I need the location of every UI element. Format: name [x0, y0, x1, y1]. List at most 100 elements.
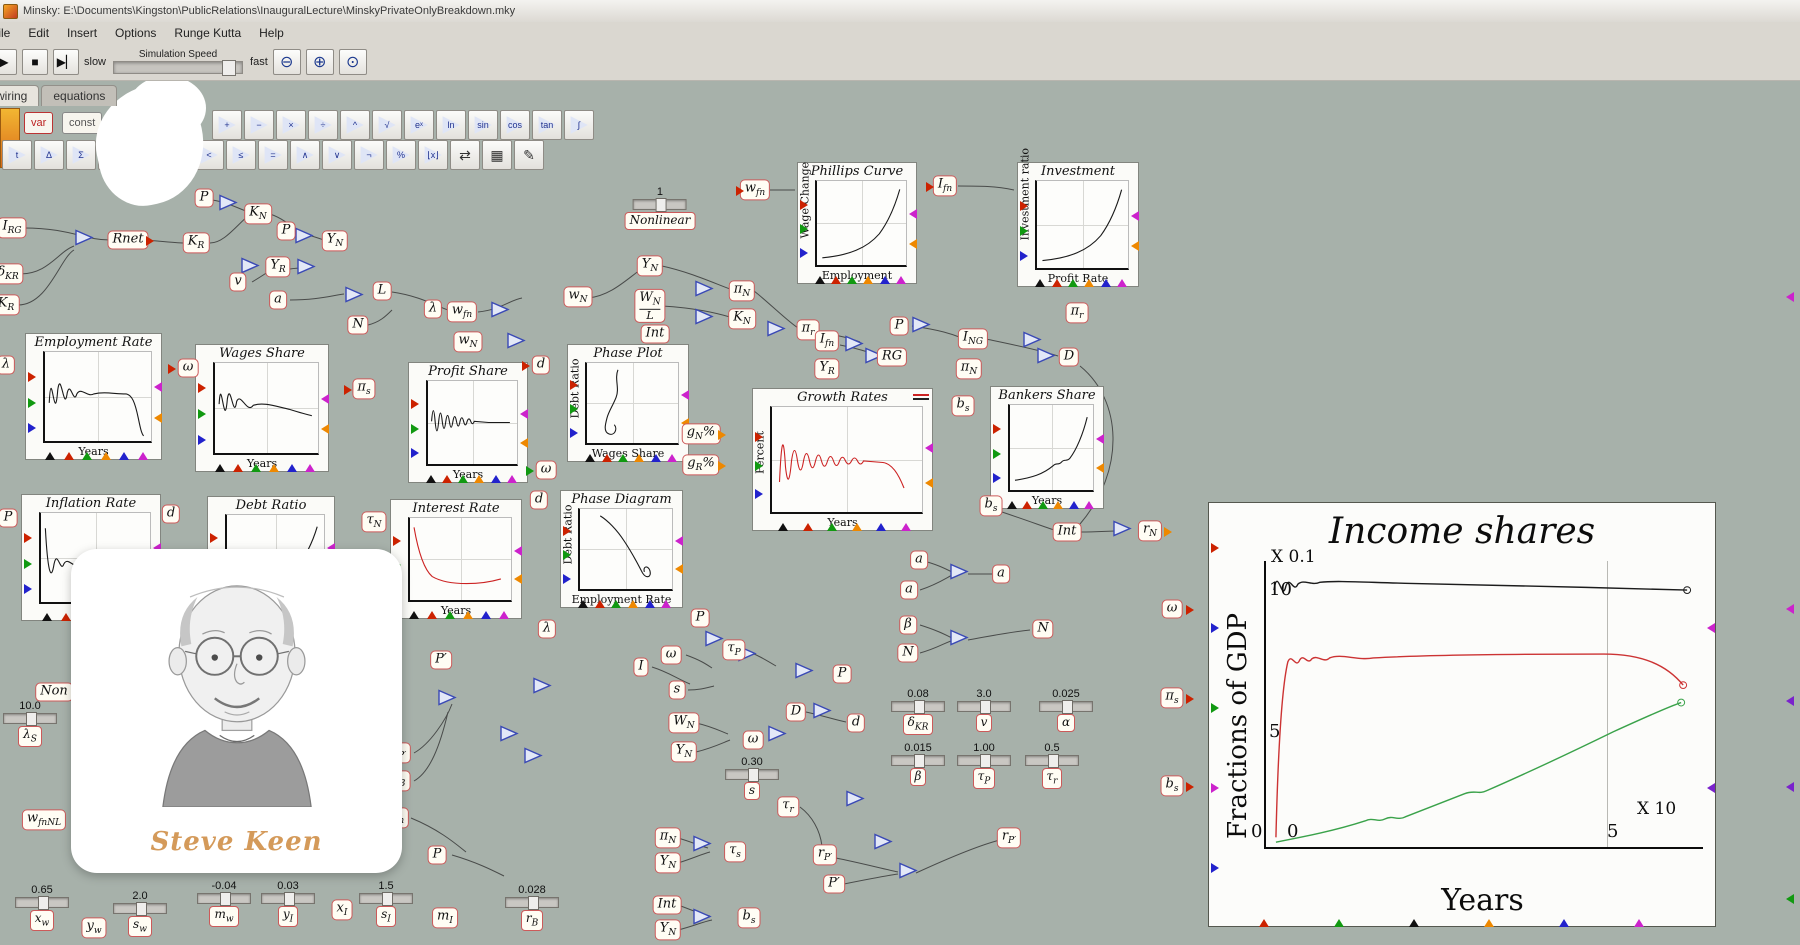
operation-button[interactable]: t: [2, 140, 32, 170]
variable-node[interactable]: τr: [777, 796, 799, 818]
variable-node[interactable]: Int: [652, 895, 682, 915]
operator-triangle[interactable]: [507, 332, 526, 354]
plot-widget[interactable]: Investment Function Investment ratio Pro…: [1017, 147, 1139, 287]
variable-node[interactable]: wfn: [446, 301, 478, 323]
variable-node[interactable]: KN: [244, 203, 272, 225]
plot-widget[interactable]: Interest Rate Years: [390, 499, 522, 619]
zoom-out-button[interactable]: ⊖: [272, 49, 301, 75]
menu-item[interactable]: Runge Kutta: [174, 25, 242, 40]
slider-knob[interactable]: [219, 892, 231, 907]
slider-knob[interactable]: [381, 892, 393, 907]
variable-node[interactable]: d: [161, 504, 181, 524]
slider-knob[interactable]: [913, 700, 925, 715]
variable-node[interactable]: τP: [722, 639, 746, 661]
variable-node[interactable]: KR: [0, 294, 20, 316]
variable-node[interactable]: wN: [453, 331, 483, 353]
slider-knob[interactable]: [37, 896, 49, 911]
parameter-slider[interactable]: 3.0 v: [957, 688, 1011, 732]
operator-triangle[interactable]: [491, 301, 510, 323]
variable-node[interactable]: d: [846, 713, 866, 733]
variable-node[interactable]: P: [194, 188, 214, 208]
parameter-slider[interactable]: 1 Nonlinear: [624, 186, 696, 230]
parameter-slider[interactable]: 10.0 λS: [3, 700, 57, 748]
zoom-reset-button[interactable]: ⊙: [338, 49, 367, 75]
plot-widget[interactable]: Bankers Share Years: [990, 386, 1104, 509]
operation-button[interactable]: eˣ: [404, 110, 434, 140]
slider-knob[interactable]: [135, 902, 147, 917]
variable-node[interactable]: bs: [1160, 775, 1184, 797]
operator-triangle[interactable]: [1023, 331, 1042, 353]
const-button[interactable]: const: [62, 112, 103, 134]
variable-node[interactable]: gR%: [682, 454, 720, 476]
variable-node[interactable]: YN: [670, 741, 698, 763]
variable-node[interactable]: yw: [81, 917, 107, 939]
menu-item[interactable]: File: [0, 25, 11, 40]
variable-node[interactable]: πr: [1065, 302, 1089, 324]
operation-button[interactable]: ÷: [308, 110, 338, 140]
variable-node[interactable]: ω: [177, 358, 199, 378]
variable-node[interactable]: ω: [535, 460, 557, 480]
variable-node[interactable]: wfn: [739, 179, 771, 201]
plot-widget[interactable]: Wages Share Years: [195, 344, 329, 472]
operator-triangle[interactable]: [912, 316, 931, 338]
variable-node[interactable]: Non: [35, 682, 73, 702]
operator-triangle[interactable]: [1037, 347, 1056, 369]
variable-node[interactable]: WN: [668, 712, 700, 734]
operation-button[interactable]: +: [212, 110, 242, 140]
variable-node[interactable]: bs: [951, 395, 975, 417]
parameter-slider[interactable]: 1.00 τP: [957, 742, 1011, 790]
variable-node[interactable]: KR: [182, 232, 210, 254]
variable-node[interactable]: δKR: [0, 263, 24, 285]
variable-node[interactable]: λ: [423, 299, 443, 319]
operation-button[interactable]: ln: [436, 110, 466, 140]
variable-node[interactable]: Int: [640, 324, 670, 344]
operator-triangle[interactable]: [865, 347, 884, 369]
variable-node[interactable]: P′: [823, 874, 845, 894]
plot-widget[interactable]: Phase Diagram Debt Ratio Employment Rate: [560, 490, 683, 608]
variable-node[interactable]: τs: [724, 841, 746, 863]
operator-triangle[interactable]: [846, 790, 865, 812]
slider-knob[interactable]: [979, 754, 991, 769]
variable-node[interactable]: Int: [1052, 522, 1082, 542]
variable-node[interactable]: a: [910, 550, 928, 570]
variable-node[interactable]: ω: [1161, 599, 1183, 619]
variable-node[interactable]: λ: [0, 355, 16, 375]
operator-triangle[interactable]: [795, 662, 814, 684]
variable-node[interactable]: YN: [654, 852, 682, 874]
variable-node[interactable]: KN: [728, 308, 756, 330]
operation-button[interactable]: ∨: [322, 140, 352, 170]
operator-triangle[interactable]: [899, 862, 918, 884]
plot-widget[interactable]: Phase Plot Debt Ratio Wages Share: [567, 344, 689, 462]
variable-node[interactable]: bs: [737, 907, 761, 929]
operation-button[interactable]: Δ: [34, 140, 64, 170]
menu-item[interactable]: Help: [259, 25, 284, 40]
operator-triangle[interactable]: [695, 308, 714, 330]
parameter-slider[interactable]: 1.5 sI: [359, 880, 413, 928]
operation-button[interactable]: ^: [340, 110, 370, 140]
operator-triangle[interactable]: [297, 258, 316, 280]
slider-knob[interactable]: [747, 768, 759, 783]
operator-triangle[interactable]: [950, 629, 969, 651]
operation-button[interactable]: ▦: [482, 140, 512, 170]
slider-track[interactable]: [1039, 700, 1093, 715]
variable-node[interactable]: τN: [361, 511, 387, 533]
slider-track[interactable]: [505, 896, 559, 911]
parameter-slider[interactable]: 0.08 δKR: [891, 688, 945, 736]
operation-button[interactable]: sin: [468, 110, 498, 140]
operation-button[interactable]: √: [372, 110, 402, 140]
operator-triangle[interactable]: [500, 725, 519, 747]
variable-node[interactable]: πN: [955, 358, 983, 380]
variable-node[interactable]: bs: [979, 495, 1003, 517]
income-shares-plot[interactable]: Income shares Fractions of GDP X 0.1 10 …: [1208, 502, 1716, 927]
variable-node[interactable]: a: [269, 290, 287, 310]
operator-triangle[interactable]: [874, 833, 893, 855]
variable-node[interactable]: YR: [265, 256, 291, 278]
slider-knob[interactable]: [283, 892, 295, 907]
operation-button[interactable]: Σ: [66, 140, 96, 170]
variable-node[interactable]: P: [832, 664, 852, 684]
parameter-slider[interactable]: 0.028 rB: [505, 884, 559, 932]
operation-button[interactable]: %: [386, 140, 416, 170]
slider-track[interactable]: [1025, 754, 1079, 769]
variable-node[interactable]: P: [889, 316, 909, 336]
variable-node[interactable]: πN: [654, 827, 682, 849]
